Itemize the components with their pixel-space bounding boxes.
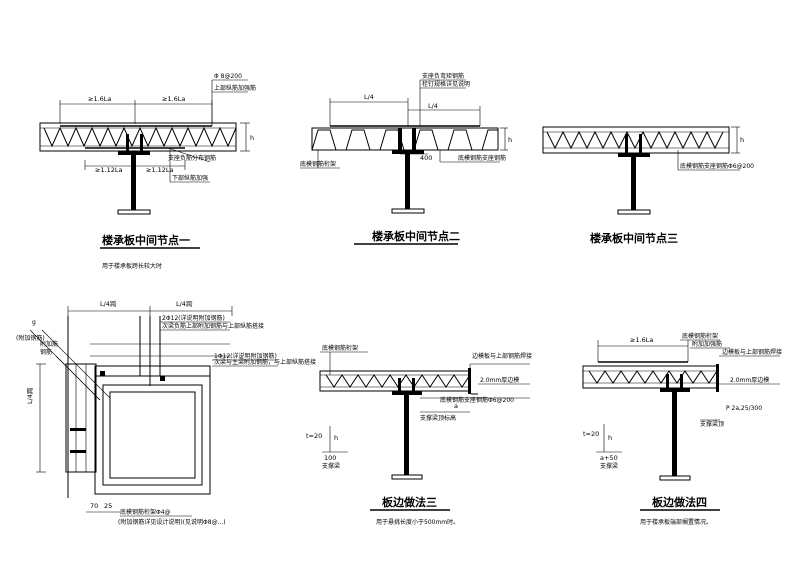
d1-dim-bot-left: ≥1.12La	[95, 166, 123, 174]
d1-slab	[39, 122, 237, 152]
d6-label-right3: P 2a,25/300	[726, 405, 762, 412]
d1-dim-top-right: ≥1.6La	[162, 95, 185, 103]
detail-3-intermediate-node-three: h 底模钢筋支座钢筋Φ6@200 楼承板中间节点三	[542, 126, 754, 245]
d4-note1: 底模钢筋桁架Φ4@	[120, 508, 171, 516]
d3-h: h	[740, 136, 744, 144]
d1-title: 楼承板中间节点一	[102, 233, 190, 247]
d6-label-right1: 边模板与上部钢筋焊接	[722, 348, 782, 356]
d5-dim-100b: 支撑梁	[322, 462, 340, 470]
d5-slab	[319, 370, 471, 392]
d5-dim-a: a	[454, 402, 458, 410]
d6-dim-t: t=20	[583, 430, 599, 438]
detail-6-slab-edge-four: ≥1.6La 底模钢筋桁架 附加加强筋 边模板与上部钢筋焊接 2.0mm厚边模 …	[582, 332, 782, 526]
d1-label-top2: 上部纵筋加强筋	[214, 84, 256, 92]
d5-note: 用于悬挑长度小于500mm时。	[376, 518, 459, 526]
d6-label-top2: 附加加强筋	[692, 340, 722, 348]
d2-slab	[311, 127, 499, 151]
d2-label-left: 底模钢筋桁架	[300, 160, 336, 168]
detail-1-intermediate-node-one: ≥1.6La ≥1.6La ≥1.12La ≥1.12La h Φ 8@200 …	[39, 73, 256, 270]
d5-dim-h: h	[334, 434, 338, 442]
d2-dim-l4b: L/4	[428, 102, 438, 110]
d6-label-right4: 支撑梁顶	[700, 420, 724, 428]
d1-label-mid: 支座负筋分布钢筋	[168, 154, 216, 162]
d1-h: h	[250, 134, 254, 142]
d4-mark-g: g	[32, 319, 36, 326]
d2-label-top1: 支座负弯矩钢筋	[422, 72, 464, 80]
d4-label-c: 1Φ12(详说明附加钢筋)	[214, 352, 277, 360]
d4-dim-bot-b: 25	[104, 502, 112, 510]
d4-dim-bot-a: 70	[90, 502, 98, 510]
d1-label-top1: Φ 8@200	[214, 73, 242, 80]
d6-dim-50: a+50	[600, 454, 618, 462]
d5-label-right2: 2.0mm厚边模	[480, 376, 519, 384]
d6-dim-50b: 支撑梁	[600, 462, 618, 470]
d5-dim-100: 100	[324, 454, 336, 462]
detail-2-intermediate-node-two: L/4 L/4 h 支座负弯矩钢筋 栓钉规格详见说明 底模钢筋桁架 底模钢筋支座…	[300, 72, 512, 245]
d5-label-right4: 支撑梁顶标高	[420, 414, 456, 422]
d4-label-left1: 附加筋	[40, 340, 58, 348]
d4-label-a: 2Φ12(详说明附加钢筋)	[162, 314, 225, 322]
d4-dim-top1: L/4跨	[100, 299, 117, 308]
detail-4-corner-plan: L/4跨 L/4跨 2Φ12(详说明附加钢筋) 次梁负筋上部附加钢筋与上部纵筋搭…	[16, 299, 316, 526]
d6-truss	[588, 370, 718, 384]
d2-label-right: 底模钢筋支座钢筋	[458, 154, 506, 162]
d1-dim-bot-right: ≥1.12La	[146, 166, 174, 174]
d1-dim-top-left: ≥1.6La	[88, 95, 111, 103]
d5-label-right3: 底模钢筋支座钢筋Φ6@200	[440, 396, 514, 404]
detail-5-slab-edge-three: 底模钢筋桁架 边模板与上部钢筋焊接 2.0mm厚边模 底模钢筋支座钢筋Φ6@20…	[306, 344, 532, 526]
d4-column-outline	[94, 375, 211, 495]
d2-h: h	[508, 136, 512, 144]
d4-dim-top2: L/4跨	[176, 299, 193, 308]
d3-label-right: 底模钢筋支座钢筋Φ6@200	[680, 162, 754, 170]
d3-title: 楼承板中间节点三	[590, 231, 678, 245]
d2-dim-400: 400	[420, 154, 432, 162]
d2-deck-profile	[311, 129, 498, 151]
d6-title: 板边做法四	[652, 495, 707, 509]
d4-dim-left: L/4跨	[25, 387, 34, 404]
d6-dim-h: h	[608, 434, 612, 442]
d5-label-right1: 边模板与上部钢筋焊接	[472, 352, 532, 360]
d2-title: 楼承板中间节点二	[372, 229, 460, 243]
d4-label-d: 次梁与主梁附加钢筋，与上部纵筋搭接	[214, 358, 316, 366]
d2-dim-l4: L/4	[364, 93, 374, 101]
d6-label-top1: 底模钢筋桁架	[682, 332, 718, 340]
d1-note: 用于楼承板跨长较大时	[102, 262, 162, 270]
d3-truss	[546, 130, 724, 150]
d6-note: 用于楼承板端部搁置情况。	[640, 518, 712, 526]
d1-truss	[43, 126, 237, 148]
d2-label-top2: 栓钉规格详见说明	[422, 80, 470, 88]
d4-label-left2: (附加钢筋)	[16, 334, 45, 342]
d4-note2: (附加钢筋详见设计说明)(见说明Φ8@...)	[118, 518, 226, 526]
d6-dim-top: ≥1.6La	[630, 336, 653, 344]
d4-label-b: 次梁负筋上部附加钢筋与上部纵筋搭接	[162, 322, 264, 330]
d5-label-top: 底模钢筋桁架	[322, 344, 358, 352]
d5-title: 板边做法三	[382, 495, 437, 509]
d3-slab	[542, 126, 730, 154]
d4-label-left3: 钢筋	[40, 348, 52, 356]
d6-label-right2: 2.0mm厚边模	[730, 376, 769, 384]
d1-label-bot: 下部纵筋加强	[172, 174, 208, 182]
d5-dim-t: t=20	[306, 432, 322, 440]
